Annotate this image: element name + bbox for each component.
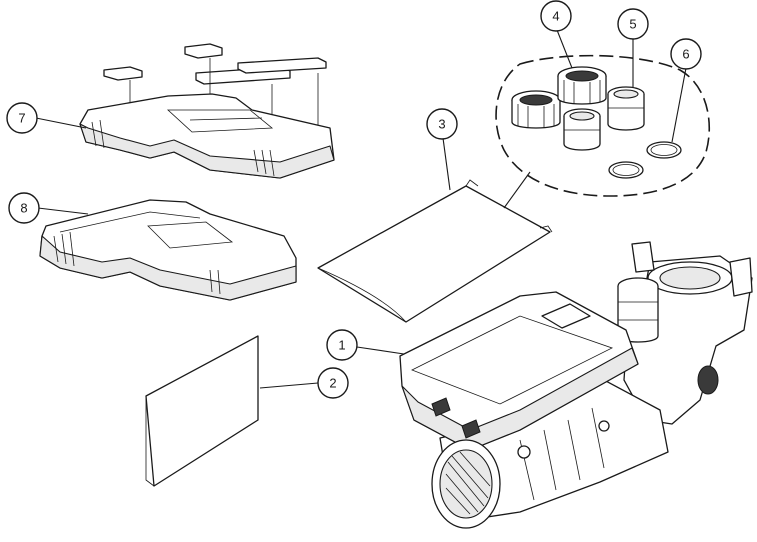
part-2-manual — [145, 335, 259, 487]
part-8-base — [39, 199, 297, 301]
callout-6: 6 — [670, 38, 702, 70]
callout-5-label: 5 — [629, 17, 636, 32]
leader-7 — [35, 117, 87, 129]
leader-4 — [556, 29, 573, 69]
callout-3-label: 3 — [438, 117, 445, 132]
callout-1: 1 — [326, 329, 358, 361]
leader-3 — [442, 137, 451, 191]
leader-6 — [671, 67, 687, 143]
leader-1 — [356, 346, 405, 355]
fittings-group-outline — [495, 54, 711, 197]
callout-3: 3 — [426, 108, 458, 140]
leader-lines — [35, 29, 687, 389]
leader-3b — [503, 171, 531, 209]
callout-7: 7 — [6, 102, 38, 134]
callout-4-label: 4 — [552, 9, 559, 24]
part-4-union-nuts — [511, 66, 607, 129]
part-1-pump — [399, 241, 753, 529]
fan-cover-grille-icon — [445, 451, 491, 515]
callout-7-label: 7 — [18, 111, 25, 126]
callout-2-label: 2 — [329, 376, 336, 391]
callout-8-label: 8 — [20, 201, 27, 216]
part-6-o-rings — [608, 141, 682, 179]
callout-2: 2 — [317, 367, 349, 399]
callout-1-label: 1 — [338, 338, 345, 353]
callout-4: 4 — [540, 0, 572, 32]
part-5-tailpieces — [563, 86, 645, 151]
part-3-bag — [317, 179, 553, 323]
part-7-base-with-risers — [79, 43, 335, 179]
callout-8: 8 — [8, 192, 40, 224]
leader-2 — [259, 382, 319, 389]
callout-6-label: 6 — [682, 47, 689, 62]
callout-5: 5 — [617, 8, 649, 40]
leader-8 — [37, 207, 89, 215]
